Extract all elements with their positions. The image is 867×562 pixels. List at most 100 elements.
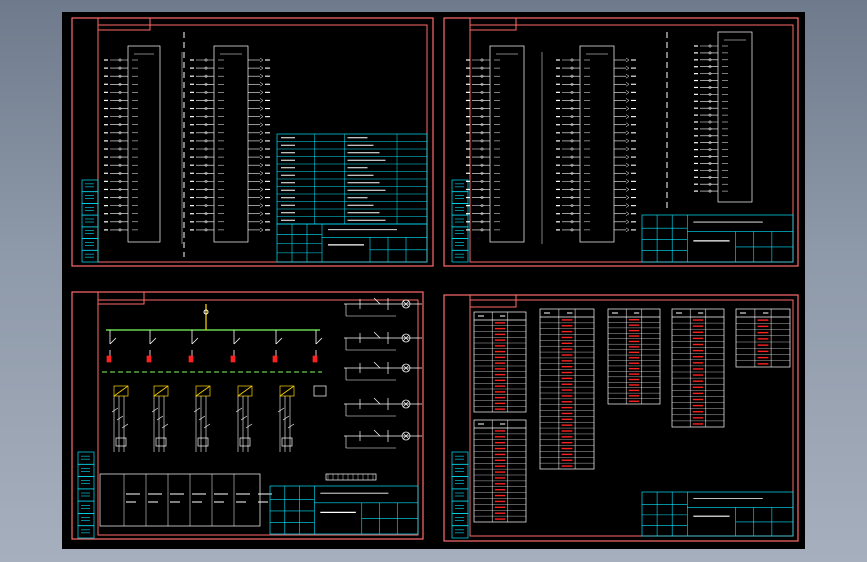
side-label-cell <box>451 214 469 228</box>
io-terminal <box>570 123 574 127</box>
lamp-cross <box>402 432 410 440</box>
io-terminal <box>118 188 122 191</box>
io-terminal <box>708 86 712 89</box>
rung-contact <box>373 331 381 339</box>
io-terminal <box>204 107 208 110</box>
io-terminal <box>204 99 208 102</box>
io-terminal <box>204 74 208 78</box>
output-arrow <box>625 211 630 216</box>
relay-contact <box>151 407 159 413</box>
rung-contact <box>373 397 381 405</box>
side-label-blocks <box>81 179 99 263</box>
sheet-plc-io-wiring-1 <box>71 17 434 267</box>
io-terminal <box>204 171 208 175</box>
relay-contact <box>193 407 201 413</box>
io-terminal <box>480 163 484 167</box>
io-terminal <box>570 99 574 102</box>
io-terminal <box>480 58 484 62</box>
io-terminal <box>118 123 122 127</box>
relay-contact <box>156 415 164 421</box>
io-terminal <box>480 115 484 119</box>
io-terminal <box>480 212 484 216</box>
contactor-diagonal <box>237 385 253 397</box>
output-arrow <box>625 195 630 200</box>
output-arrow <box>625 82 630 87</box>
relay-contact <box>198 415 206 421</box>
output-arrow <box>259 187 264 192</box>
output-arrow <box>259 203 264 208</box>
breaker-blade <box>315 337 323 345</box>
side-label-cell <box>451 476 469 490</box>
sheet-outer-border <box>71 291 424 540</box>
side-label-cell <box>451 203 469 216</box>
side-label-cell <box>81 226 99 239</box>
io-terminal <box>118 212 122 216</box>
io-terminal <box>118 196 122 199</box>
overload-relay <box>197 437 209 447</box>
side-label-cell <box>81 214 99 228</box>
io-terminal <box>118 171 122 175</box>
output-arrow <box>625 203 630 208</box>
io-terminal <box>480 155 484 159</box>
component-legend-box <box>99 473 377 527</box>
terminal-table-frame <box>671 308 725 428</box>
output-arrow <box>625 57 630 63</box>
contactor <box>153 385 169 397</box>
output-arrow <box>625 171 630 176</box>
output-arrow <box>259 82 264 87</box>
fuse-mark <box>188 355 194 363</box>
io-terminal <box>480 220 484 224</box>
output-arrow <box>259 90 264 95</box>
side-label-cell <box>451 249 469 263</box>
breaker-blade <box>233 337 241 345</box>
io-terminal <box>708 106 712 110</box>
sheet-inner-border <box>469 299 794 537</box>
breaker-blade <box>149 337 157 345</box>
output-arrow <box>259 154 264 160</box>
rung-contact <box>373 429 381 437</box>
io-terminal <box>570 82 574 86</box>
output-arrow <box>259 171 264 176</box>
side-label-cell <box>77 500 95 514</box>
indicator-lamp <box>401 299 411 309</box>
rung-contact <box>373 361 381 369</box>
side-label-cell <box>451 226 469 239</box>
output-arrow <box>625 179 630 184</box>
io-terminal <box>708 44 712 48</box>
io-terminal <box>570 196 574 199</box>
io-terminal <box>570 163 574 167</box>
indicator-lamp <box>401 399 411 409</box>
output-arrow <box>259 179 264 184</box>
output-arrow <box>625 154 630 160</box>
io-terminal <box>204 163 208 167</box>
fuse-mark <box>230 355 236 363</box>
output-arrow <box>625 219 630 225</box>
terminal-table-frame <box>473 311 527 413</box>
title-code-box <box>97 17 151 31</box>
output-arrow <box>259 65 264 71</box>
io-terminal <box>708 58 712 62</box>
indicator-lamp <box>401 363 411 373</box>
terminal-table-frame <box>607 308 661 405</box>
io-terminal <box>118 228 122 232</box>
terminal-tables <box>473 308 791 523</box>
output-arrow <box>625 187 630 192</box>
io-terminal <box>204 66 208 70</box>
io-terminal <box>570 66 574 70</box>
io-terminal <box>118 179 122 183</box>
io-terminal <box>204 139 208 143</box>
sheet-outer-border <box>443 17 799 267</box>
relay-contact <box>287 423 295 429</box>
output-arrow <box>625 106 630 111</box>
io-terminal <box>204 179 208 183</box>
overload-relay <box>281 437 293 447</box>
io-terminal <box>118 147 122 151</box>
side-label-cell <box>451 513 469 527</box>
io-terminal <box>118 163 122 167</box>
terminal-strip <box>325 473 377 481</box>
io-terminal <box>204 220 208 224</box>
io-terminal <box>118 220 122 224</box>
io-terminal <box>204 147 208 151</box>
relay-contact <box>277 407 285 413</box>
sheet-inner-border <box>469 24 794 263</box>
